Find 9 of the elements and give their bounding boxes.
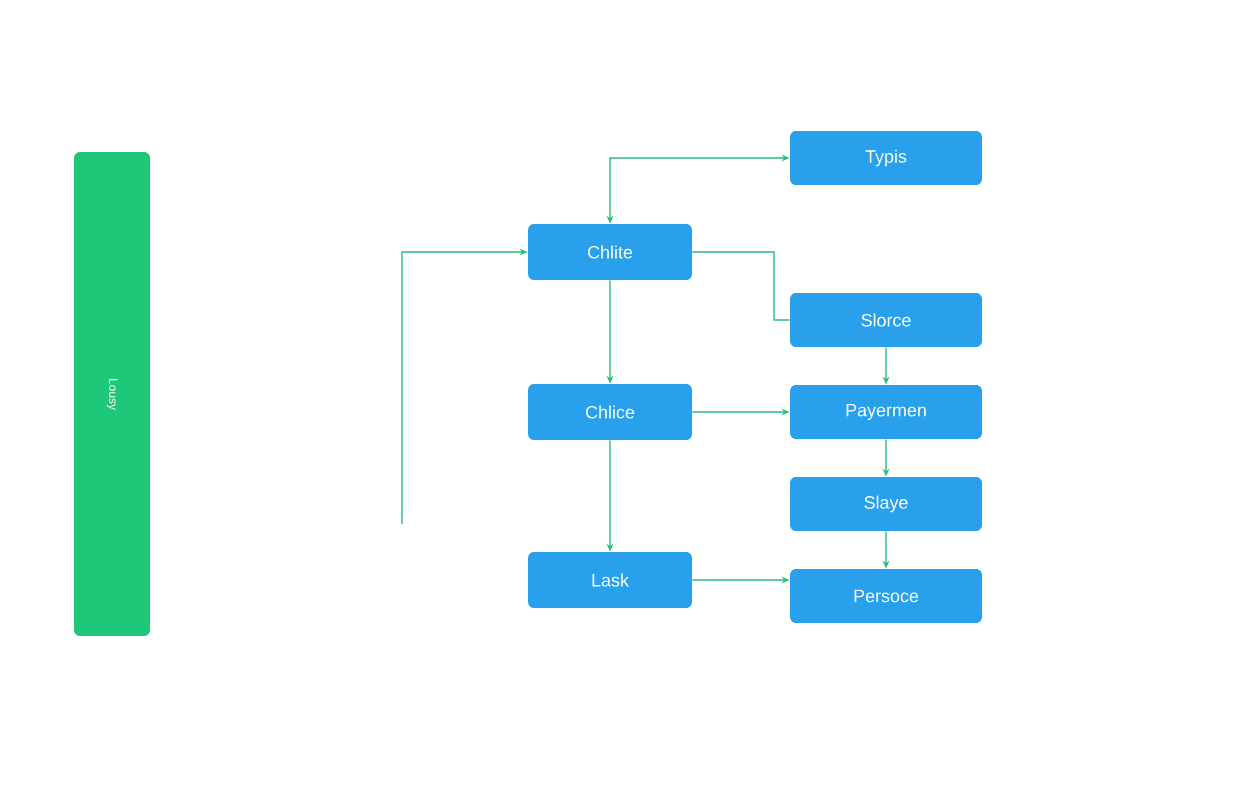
process-box: Chlice — [528, 384, 692, 440]
process-box: Payermen — [790, 385, 982, 439]
process-box: Slorce — [790, 293, 982, 347]
process-box: Slaye — [790, 477, 982, 531]
process-box: Persoce — [790, 569, 982, 623]
process-box: Typis — [790, 131, 982, 185]
process-box: Chlite — [528, 224, 692, 280]
process-box: Lask — [528, 552, 692, 608]
side-bar — [74, 152, 150, 636]
